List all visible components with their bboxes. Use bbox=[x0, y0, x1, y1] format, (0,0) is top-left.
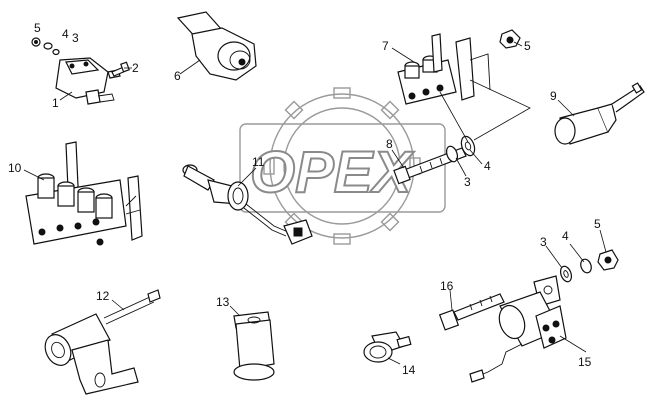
part-13-cap bbox=[233, 311, 275, 381]
watermark-text: OPEX bbox=[250, 140, 414, 205]
part-11-sensor-cable bbox=[182, 164, 313, 245]
callout-1: 1 bbox=[52, 96, 59, 110]
part-6-connector bbox=[176, 11, 257, 81]
callout-9: 9 bbox=[550, 89, 557, 103]
part-7-valve-assembly bbox=[397, 33, 491, 105]
callout-13: 13 bbox=[216, 295, 230, 309]
part-14-switch bbox=[363, 331, 412, 363]
callout-5-right: 5 bbox=[524, 39, 531, 53]
part-9-sensor bbox=[554, 82, 645, 145]
callout-5-top: 5 bbox=[34, 21, 41, 35]
callout-10: 10 bbox=[8, 161, 22, 175]
parts-3-4-5-small-hardware bbox=[31, 37, 60, 56]
callout-4-lower: 4 bbox=[562, 229, 569, 243]
part-12-sensor-bracket bbox=[44, 289, 161, 395]
part-15-relay bbox=[469, 275, 567, 383]
part-5-nut-top bbox=[499, 29, 521, 49]
callout-4-middle: 4 bbox=[484, 159, 491, 173]
callout-3-middle: 3 bbox=[464, 175, 471, 189]
callout-14: 14 bbox=[402, 363, 416, 377]
callout-2: 2 bbox=[132, 61, 139, 75]
part-16-bolt bbox=[438, 293, 505, 331]
callout-12: 12 bbox=[96, 289, 110, 303]
parts-3-4-5-hardware-right bbox=[559, 249, 619, 283]
callout-7: 7 bbox=[382, 39, 389, 53]
part-10-valve-bank bbox=[25, 141, 143, 246]
callout-3-top: 3 bbox=[72, 31, 79, 45]
callout-5-lower: 5 bbox=[594, 217, 601, 231]
parts-3-4-washers-middle bbox=[445, 135, 476, 163]
callout-3-lower: 3 bbox=[540, 235, 547, 249]
callout-11: 11 bbox=[252, 155, 265, 169]
part-1-switch bbox=[55, 57, 121, 105]
callout-15: 15 bbox=[578, 355, 592, 369]
callout-16: 16 bbox=[440, 279, 454, 293]
callout-6: 6 bbox=[174, 69, 181, 83]
callout-4-top: 4 bbox=[62, 27, 69, 41]
callout-8: 8 bbox=[386, 137, 393, 151]
part-2-screw bbox=[111, 61, 130, 77]
